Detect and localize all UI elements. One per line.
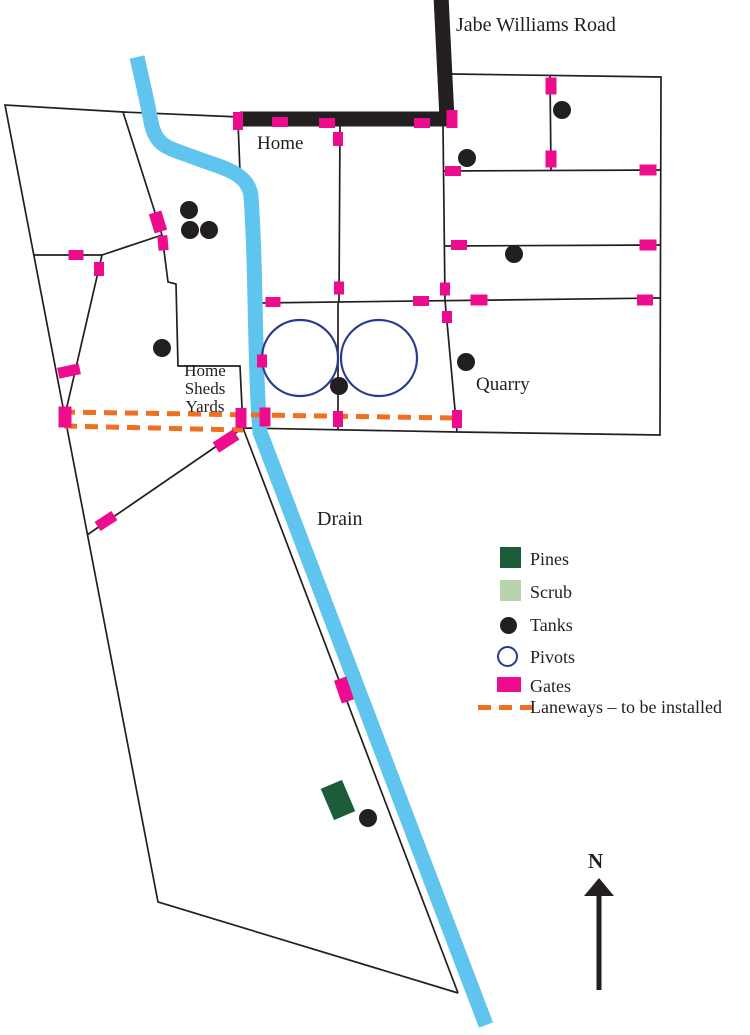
gate-marker-24 — [235, 408, 247, 428]
quarry-label: Quarry — [476, 374, 530, 395]
fence-y170 — [442, 169, 661, 172]
sheds-line-2: Sheds — [184, 379, 226, 398]
tank-marker-8 — [153, 339, 171, 357]
gate-marker-28 — [157, 235, 169, 251]
gate-marker-25 — [68, 250, 84, 260]
gate-marker-6 — [446, 110, 458, 128]
road-line — [240, 0, 455, 127]
boundary-west — [3, 104, 459, 994]
sheds-line-3: Yards — [185, 397, 225, 416]
gate-marker-5 — [414, 118, 430, 128]
legend-label-laneways: Laneways – to be installed — [530, 697, 722, 717]
pines-block — [320, 779, 356, 821]
gate-marker-9 — [445, 166, 461, 176]
tank-marker-10 — [359, 809, 377, 827]
gate-marker-23 — [259, 407, 271, 427]
boundary-right — [242, 73, 662, 436]
gate-marker-15 — [637, 294, 653, 306]
road-label: Jabe Williams Road — [456, 14, 616, 36]
legend-label-tanks: Tanks — [530, 615, 573, 635]
gate-marker-30 — [58, 406, 72, 428]
gate-marker-2 — [272, 117, 288, 127]
gate-marker-19 — [413, 296, 429, 306]
fence-y245 — [443, 244, 661, 247]
gate-marker-8 — [545, 150, 557, 168]
legend-label-gates: Gates — [530, 676, 571, 696]
gate-marker-14 — [470, 294, 488, 306]
gate-swatch — [497, 677, 521, 692]
legend-label-pines: Pines — [530, 549, 570, 569]
north-label: N — [588, 849, 604, 873]
gate-marker-17 — [334, 281, 344, 295]
tank-marker-1 — [180, 201, 198, 219]
gate-marker-4 — [333, 132, 343, 146]
drain-label: Drain — [317, 508, 363, 530]
gate-marker-10 — [639, 164, 657, 176]
pines-swatch — [500, 547, 521, 568]
gate-marker-20 — [257, 354, 267, 368]
north-arrow-stem — [596, 894, 602, 990]
gate-marker-11 — [451, 240, 467, 250]
pivot-swatch — [497, 646, 518, 667]
gate-marker-21 — [333, 411, 343, 427]
home-label: Home — [257, 133, 304, 154]
fence-y300 — [255, 297, 661, 304]
laneway-swatch — [478, 705, 534, 710]
tank-marker-2 — [181, 221, 199, 239]
pivot-circle-2 — [339, 318, 419, 398]
gate-marker-12 — [639, 239, 657, 251]
fence-down — [64, 254, 103, 416]
gate-marker-7 — [545, 77, 557, 95]
tank-marker-3 — [200, 221, 218, 239]
fence-link — [101, 234, 163, 256]
gate-marker-1 — [233, 112, 243, 130]
fence-drain-side — [242, 427, 459, 994]
laneway-dashed-1 — [61, 409, 456, 421]
tank-marker-7 — [457, 353, 475, 371]
tank-swatch — [500, 617, 517, 634]
legend-label-pivots: Pivots — [530, 647, 576, 667]
gate-marker-13 — [440, 282, 450, 296]
gate-marker-18 — [265, 297, 281, 307]
gate-marker-32 — [94, 510, 118, 532]
tank-marker-4 — [458, 149, 476, 167]
gate-marker-16 — [442, 311, 452, 323]
drain-line — [129, 55, 494, 1028]
north-arrow-head — [584, 878, 614, 896]
legend-label-scrub: Scrub — [530, 582, 572, 602]
gate-marker-29 — [57, 363, 81, 379]
fence-home-west — [237, 121, 241, 173]
home-sheds-yards-label: Home Sheds Yards — [181, 362, 229, 416]
gate-marker-3 — [319, 118, 335, 128]
tank-marker-5 — [553, 101, 571, 119]
gate-marker-31 — [212, 429, 240, 453]
fence-443 — [442, 125, 446, 301]
scrub-swatch — [500, 580, 521, 601]
gate-marker-22 — [452, 410, 462, 428]
gate-marker-33 — [333, 676, 355, 704]
laneway-dashed-2 — [63, 423, 244, 433]
sheds-line-1: Home — [184, 361, 226, 380]
tank-marker-6 — [505, 245, 523, 263]
gate-marker-26 — [94, 262, 104, 276]
fence-sheds — [161, 234, 244, 429]
gate-marker-27 — [148, 210, 168, 234]
tank-marker-9 — [330, 377, 348, 395]
fence-340 — [338, 125, 341, 304]
pivot-circle-1 — [260, 318, 340, 398]
